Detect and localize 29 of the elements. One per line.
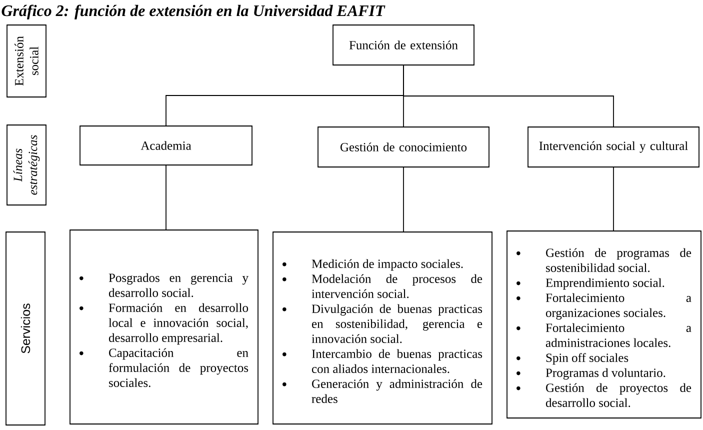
list-box	[70, 230, 258, 424]
list-item: Posgrados en gerencia y desarrollo social.	[108, 273, 248, 298]
side-label-box: Extensión social	[6, 24, 46, 98]
list-item: Capacitación en formulación de proyectos sociales.	[108, 348, 248, 388]
chart-box: Academia	[80, 126, 252, 166]
chart-box: Intervención social y cultural	[528, 126, 700, 168]
list-box	[506, 230, 702, 418]
list-item: Fortalecimiento a organizaciones sociales.	[546, 293, 692, 320]
chart-box: Función de extensión	[332, 24, 474, 66]
connector-line	[613, 167, 614, 231]
title: Gráfico 2: función de extensión en la Universidad EAFIT	[2, 4, 386, 20]
list-item: Emprendimiento social.	[546, 278, 664, 290]
connector-line	[403, 167, 404, 232]
list-item: Spin off sociales	[546, 353, 628, 365]
list-item: Gestión de proyectos de desarrollo social.	[546, 383, 692, 408]
list-item: Programas d voluntario.	[546, 368, 666, 380]
connector-line	[403, 65, 614, 127]
list-item: Intercambio de buenas practicas con aliados internacionales.	[312, 349, 482, 374]
list-item: Medición de impacto sociales.	[312, 259, 463, 271]
list-item: Modelación de procesos de intervención social.	[312, 274, 482, 298]
list-item: Formación en desarrollo local e innovación social, desarrollo empresarial.	[108, 303, 248, 345]
chart-box: Gestión de conocimiento	[318, 126, 490, 168]
side-label-box: Servicios	[6, 232, 46, 426]
list-item: Divulgación de buenas practicas en sostenibilidad, gerencia e innovación social.	[312, 304, 482, 344]
list-item: Generación y administración de redes	[312, 379, 482, 404]
list-item: Gestión de programas de sostenibilidad social.	[546, 248, 692, 272]
list-box	[272, 232, 492, 424]
side-label-box: Líneas estratégicas	[6, 124, 46, 206]
list-item: Fortalecimiento a administraciones locales.	[546, 323, 692, 348]
